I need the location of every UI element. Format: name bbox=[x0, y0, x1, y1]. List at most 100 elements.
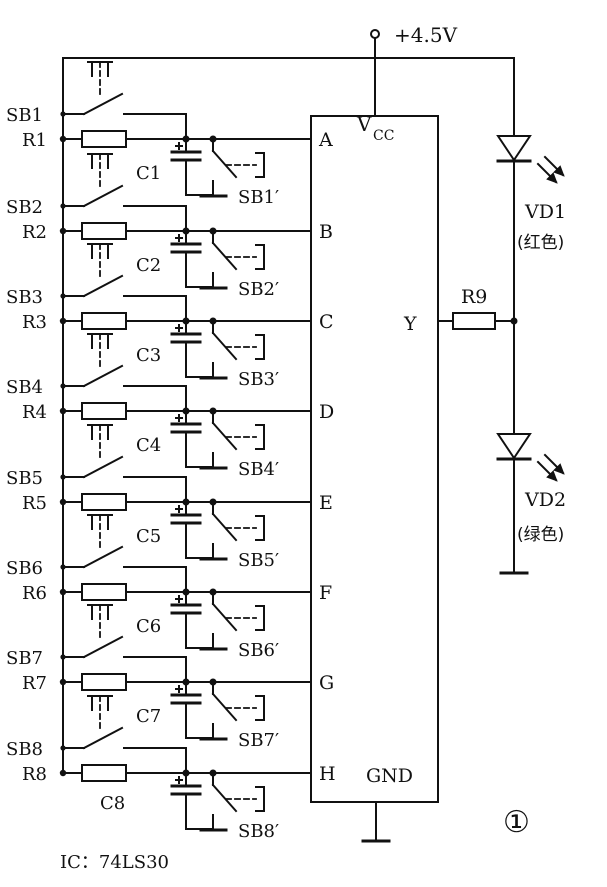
r5-resistor-body bbox=[81, 493, 127, 511]
r6-label: R6 bbox=[22, 583, 47, 604]
sb3p-label: SB3′ bbox=[238, 369, 279, 390]
power-supply: +4.5V bbox=[62, 23, 515, 131]
sb6-label: SB6 bbox=[6, 558, 43, 579]
c8-label: C8 bbox=[100, 793, 125, 814]
r9-label: R9 bbox=[461, 286, 487, 308]
c4-label: C4 bbox=[136, 435, 161, 456]
ic-input-B-label: B bbox=[319, 221, 333, 243]
sb5p-blade bbox=[211, 512, 238, 542]
vd1-ray-arrow-2 bbox=[553, 165, 565, 177]
r5-label: R5 bbox=[22, 493, 47, 514]
vd1-color-note: (红色) bbox=[517, 233, 564, 253]
output-network: R9 VD1 (红色) VD2 (绿色) bbox=[437, 129, 566, 575]
c6-label: C6 bbox=[136, 616, 161, 637]
vd2-color-note: (绿色) bbox=[517, 525, 564, 545]
sb3-blade bbox=[82, 274, 124, 298]
sb7p-label: SB7′ bbox=[238, 730, 279, 751]
supply-terminal bbox=[370, 29, 380, 39]
ic-input-G-label: G bbox=[319, 672, 334, 694]
ic-output-label: Y bbox=[403, 313, 417, 335]
ic-input-H-label: H bbox=[319, 763, 336, 785]
ic-input-A-label: A bbox=[318, 129, 333, 151]
vd2-ray-arrow-2 bbox=[553, 463, 565, 475]
vd2-diode-triangle bbox=[496, 433, 532, 460]
r4-resistor-body bbox=[81, 402, 127, 420]
r3-resistor-body bbox=[81, 312, 127, 330]
r8-resistor-body bbox=[81, 764, 127, 782]
ic-input-E-label: E bbox=[319, 492, 333, 514]
sb1-blade bbox=[82, 92, 124, 116]
sb1p-blade bbox=[211, 149, 238, 179]
sb8-label: SB8 bbox=[6, 739, 43, 760]
ic-input-C-label: C bbox=[319, 311, 334, 333]
sb7-blade bbox=[82, 635, 124, 659]
sb6p-blade bbox=[211, 602, 238, 632]
sb5p-label: SB5′ bbox=[238, 550, 279, 571]
r2-label: R2 bbox=[22, 222, 47, 243]
figure-number: ① bbox=[503, 805, 530, 840]
sb6p-label: SB6′ bbox=[238, 640, 279, 661]
sb2-blade bbox=[82, 184, 124, 208]
c2-label: C2 bbox=[136, 255, 161, 276]
sb8p-blade bbox=[211, 783, 238, 813]
c1-label: C1 bbox=[136, 163, 161, 184]
supply-voltage-label: +4.5V bbox=[394, 23, 458, 47]
sb5-label: SB5 bbox=[6, 468, 43, 489]
sb8p-label: SB8′ bbox=[238, 821, 279, 842]
r6-resistor-body bbox=[81, 583, 127, 601]
sb2p-label: SB2′ bbox=[238, 279, 279, 300]
sb7p-blade bbox=[211, 692, 238, 722]
ic-vcc-subscript: CC bbox=[373, 128, 394, 144]
sb6-blade bbox=[82, 545, 124, 569]
sb3-label: SB3 bbox=[6, 287, 43, 308]
vd1-ray-arrow-1 bbox=[546, 172, 558, 184]
ic-vcc-label: V bbox=[356, 112, 372, 136]
input-channels: SB1R1C1SB1′ASB2R2C2SB2′BSB3R3C3SB3′CSB4R… bbox=[6, 61, 336, 842]
sb1-label: SB1 bbox=[6, 105, 43, 126]
c5-label: C5 bbox=[136, 526, 161, 547]
r4-label: R4 bbox=[22, 402, 47, 423]
ic-74ls30: V CC GND Y IC：74LS30 bbox=[60, 112, 439, 873]
sb4p-blade bbox=[211, 421, 238, 451]
r7-resistor-body bbox=[81, 673, 127, 691]
sb4-blade bbox=[82, 364, 124, 388]
sb7-label: SB7 bbox=[6, 648, 43, 669]
r8-label: R8 bbox=[22, 764, 47, 785]
sb1p-label: SB1′ bbox=[238, 187, 279, 208]
sb3p-blade bbox=[211, 331, 238, 361]
sb2p-blade bbox=[211, 241, 238, 271]
sb4p-label: SB4′ bbox=[238, 459, 279, 480]
ic-input-F-label: F bbox=[319, 582, 332, 604]
r2-resistor-body bbox=[81, 222, 127, 240]
ic-input-D-label: D bbox=[319, 401, 334, 423]
led-vd2: VD2 (绿色) bbox=[496, 320, 566, 575]
r1-label: R1 bbox=[22, 130, 47, 151]
led-vd1: VD1 (红色) bbox=[496, 129, 566, 322]
vd1-label: VD1 bbox=[524, 201, 566, 223]
sb5-blade bbox=[82, 455, 124, 479]
sb4-label: SB4 bbox=[6, 377, 43, 398]
vd2-label: VD2 bbox=[524, 489, 566, 511]
r7-label: R7 bbox=[22, 673, 47, 694]
c7-label: C7 bbox=[136, 706, 161, 727]
ic-part-caption: IC：74LS30 bbox=[60, 852, 169, 873]
vd1-diode-triangle bbox=[496, 135, 532, 162]
r1-resistor-body bbox=[81, 130, 127, 148]
ic-gnd-label: GND bbox=[366, 765, 413, 787]
r3-label: R3 bbox=[22, 312, 47, 333]
r9-resistor bbox=[452, 312, 496, 330]
vd2-ray-arrow-1 bbox=[546, 470, 558, 482]
ic-body bbox=[310, 115, 439, 803]
sb2-label: SB2 bbox=[6, 197, 43, 218]
sb8-blade bbox=[82, 726, 124, 750]
c3-label: C3 bbox=[136, 345, 161, 366]
